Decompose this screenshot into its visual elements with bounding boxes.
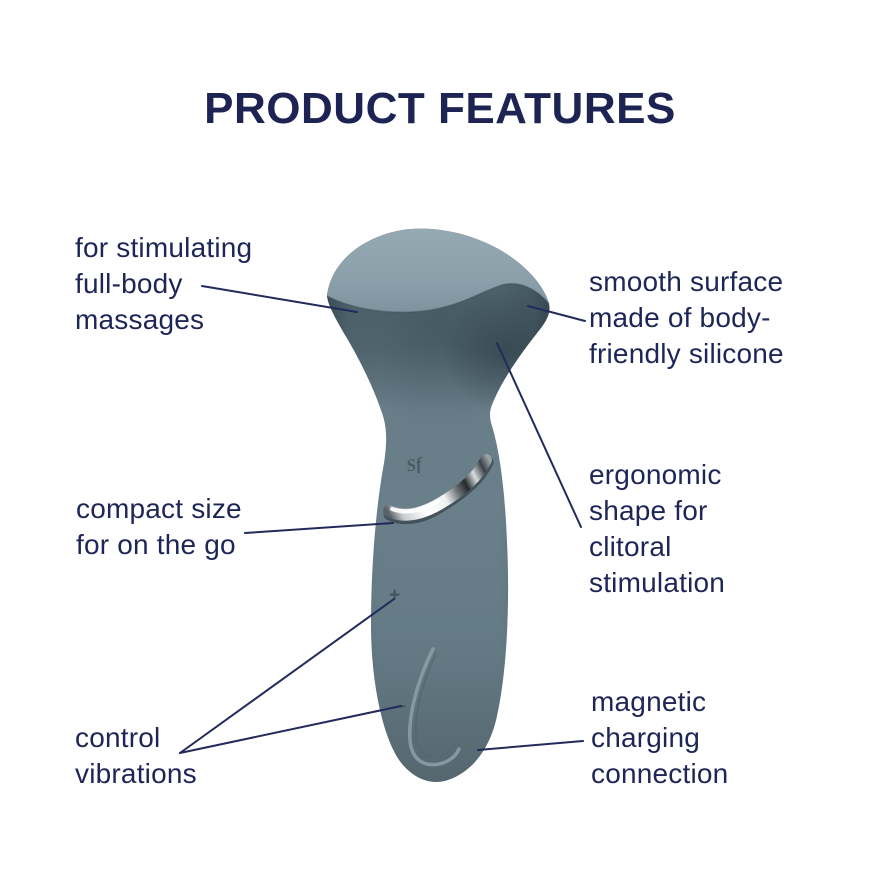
callout-line-magnetic-charging — [477, 740, 584, 751]
callout-text: control — [75, 722, 161, 753]
callout-line-full-body-massages — [201, 285, 358, 313]
callout-text: made of body- — [589, 302, 771, 333]
chrome-band — [383, 454, 494, 525]
callout-text: stimulation — [589, 567, 726, 598]
callout-line-compact-size — [244, 522, 394, 534]
callout-text: shape for — [589, 495, 708, 526]
callout-line-smooth-surface — [527, 305, 586, 322]
callout-text: connection — [591, 758, 729, 789]
page-title: PRODUCT FEATURES — [204, 84, 676, 133]
plus-button-icon: + — [389, 585, 400, 606]
callout-label-full-body-massages: for stimulating full-body massages — [75, 230, 252, 338]
brand-logo-icon: Sf — [405, 454, 425, 476]
callout-text: for on the go — [76, 529, 236, 560]
handle-groove — [408, 647, 461, 767]
callout-text: magnetic — [591, 686, 707, 717]
callout-text: vibrations — [75, 758, 197, 789]
callout-label-control-vibrations: control vibrations — [75, 720, 197, 792]
callout-label-ergonomic-shape: ergonomic shape for clitoral stimulation — [589, 457, 725, 601]
callout-line-control-minus — [179, 705, 402, 754]
callout-text: friendly silicone — [589, 338, 784, 369]
callout-text: massages — [75, 304, 205, 335]
callout-line-ergonomic-shape — [496, 342, 582, 528]
callout-label-magnetic-charging: magnetic charging connection — [591, 684, 728, 792]
callout-text: full-body — [75, 268, 183, 299]
callout-line-control-plus — [179, 598, 395, 754]
callout-lines — [179, 285, 586, 754]
callout-text: compact size — [76, 493, 242, 524]
callout-text: for stimulating — [75, 232, 253, 263]
callout-text: ergonomic — [589, 459, 722, 490]
callout-text: charging — [591, 722, 701, 753]
massage-head-top — [327, 228, 549, 313]
callout-label-smooth-surface: smooth surface made of body- friendly si… — [589, 264, 784, 372]
callout-text: smooth surface — [589, 266, 784, 297]
callout-text: clitoral — [589, 531, 672, 562]
head-rim-edge — [326, 283, 550, 313]
callout-label-compact-size: compact size for on the go — [76, 491, 242, 563]
